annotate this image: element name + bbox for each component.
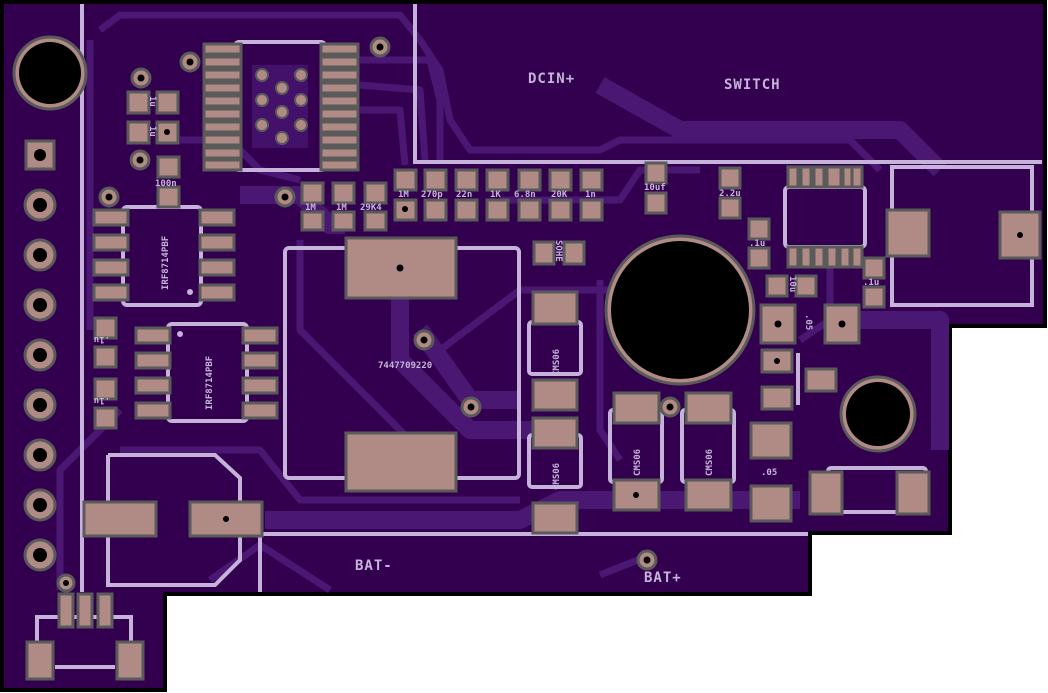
label-c-0-1u-b: .1u	[863, 278, 879, 288]
label-sense-res-2: .05	[761, 468, 777, 478]
mounting-hole-top-left	[12, 35, 88, 111]
label-diode-3: CMS06	[633, 449, 643, 476]
label-c-0-1u-a: .1u	[749, 239, 765, 249]
label-c-1n: 1n	[585, 190, 596, 200]
label-bat-minus: BAT-	[355, 558, 393, 574]
pin-header	[23, 139, 57, 572]
label-c-10uf: 10uf	[644, 183, 666, 193]
label-diode-2: CMS06	[552, 463, 562, 490]
label-c-270p: 270p	[421, 190, 443, 200]
label-mosfet-1: IRF8714PBF	[161, 236, 171, 290]
label-c-1u-b: 1u	[147, 126, 157, 137]
label-c-0-1u-d: .1u	[94, 395, 110, 405]
label-sense-res-1: .05	[803, 314, 813, 330]
label-c-0-1u-c: .1u	[94, 334, 110, 344]
label-r-1k: 1K	[490, 190, 501, 200]
label-r-1m-c: 1M	[398, 190, 409, 200]
label-c-2-2u: 2.2u	[719, 189, 741, 199]
label-diode-1: CMS06	[552, 349, 562, 376]
label-c-100n: 100n	[155, 179, 177, 189]
tssop-chip	[202, 42, 360, 172]
mounting-hole-right	[839, 375, 917, 453]
label-c-6-8n: 6.8n	[514, 190, 536, 200]
label-r-1m-b: 1M	[336, 203, 347, 213]
label-sohe: SOHE	[553, 240, 563, 262]
label-c-10u: 10u	[787, 276, 797, 292]
label-c-22n: 22n	[456, 190, 472, 200]
label-switch: SWITCH	[724, 77, 781, 93]
label-dcin: DCIN+	[528, 71, 575, 87]
label-diode-4: CMS06	[705, 449, 715, 476]
label-r-29k4: 29K4	[360, 203, 382, 213]
label-mosfet-2: IRF8714PBF	[205, 356, 215, 410]
label-c-1u-a: 1u	[147, 96, 157, 107]
mounting-hole-center	[604, 234, 756, 386]
pad-drills	[164, 129, 1023, 522]
passive-pads	[25, 90, 1042, 681]
label-r-1m-a: 1M	[305, 203, 316, 213]
label-bat-plus: BAT+	[644, 570, 682, 586]
label-inductor: 7447709220	[378, 361, 432, 371]
label-r-20k: 20K	[551, 190, 568, 200]
